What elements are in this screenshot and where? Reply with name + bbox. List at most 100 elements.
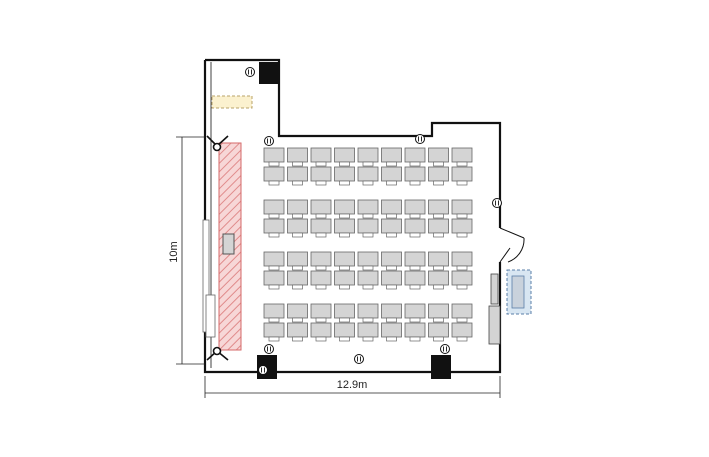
chair <box>292 213 303 219</box>
desk <box>263 251 285 267</box>
outlet-icon <box>354 354 364 364</box>
desk <box>263 303 285 319</box>
chair <box>268 284 280 290</box>
desk <box>381 322 402 338</box>
pillar-icon <box>259 62 279 84</box>
chair <box>456 180 468 186</box>
desk <box>310 251 332 267</box>
desk <box>451 218 473 234</box>
chair <box>456 213 468 219</box>
chair <box>433 232 444 238</box>
outlet-icon <box>264 136 274 146</box>
chair <box>339 213 350 219</box>
desk <box>428 251 449 267</box>
desk <box>334 147 355 163</box>
chair <box>409 284 421 290</box>
chair <box>456 317 468 323</box>
desk <box>357 166 379 182</box>
desk <box>310 199 332 215</box>
chair <box>315 284 327 290</box>
desk <box>357 270 379 286</box>
seating-block <box>263 251 473 290</box>
chair <box>386 232 397 238</box>
desk <box>404 251 426 267</box>
chair <box>456 232 468 238</box>
chair <box>386 336 397 342</box>
desk <box>310 270 332 286</box>
desk <box>287 199 308 215</box>
chair <box>433 180 444 186</box>
desk <box>357 147 379 163</box>
desk <box>310 166 332 182</box>
partition-panel <box>205 294 216 338</box>
chair <box>362 317 374 323</box>
desk <box>263 270 285 286</box>
chair <box>362 213 374 219</box>
chair <box>315 213 327 219</box>
desk <box>310 303 332 319</box>
chair <box>362 232 374 238</box>
desk <box>428 270 449 286</box>
desk <box>310 322 332 338</box>
desk <box>357 251 379 267</box>
desk <box>310 218 332 234</box>
chair <box>409 180 421 186</box>
chair <box>315 161 327 167</box>
desk <box>381 166 402 182</box>
chair <box>386 161 397 167</box>
outlet-icon <box>492 198 502 208</box>
desk <box>428 147 449 163</box>
chair <box>456 161 468 167</box>
outlet-icon <box>264 344 274 354</box>
desk <box>404 147 426 163</box>
pillar-icon <box>431 355 451 379</box>
desk <box>451 322 473 338</box>
chair <box>409 336 421 342</box>
av-equipment-unit <box>511 275 525 309</box>
chair <box>456 265 468 271</box>
desk <box>381 270 402 286</box>
chair <box>362 284 374 290</box>
speaker-icon <box>206 346 229 361</box>
chair <box>409 161 421 167</box>
desk <box>263 218 285 234</box>
desk <box>451 270 473 286</box>
chair <box>386 284 397 290</box>
chair <box>433 317 444 323</box>
chair <box>362 180 374 186</box>
desk <box>381 199 402 215</box>
desk <box>451 166 473 182</box>
desk <box>404 166 426 182</box>
chair <box>456 284 468 290</box>
chair <box>409 213 421 219</box>
chair <box>339 317 350 323</box>
desk <box>428 199 449 215</box>
chair <box>386 317 397 323</box>
chair <box>433 336 444 342</box>
desk <box>404 218 426 234</box>
desk <box>428 218 449 234</box>
chair <box>292 161 303 167</box>
desk <box>310 147 332 163</box>
desk <box>263 147 285 163</box>
desk <box>287 218 308 234</box>
chair <box>292 232 303 238</box>
width-dimension-label: 12.9m <box>337 379 368 391</box>
chair <box>339 336 350 342</box>
chair <box>292 265 303 271</box>
desk <box>451 199 473 215</box>
chair <box>339 180 350 186</box>
desk <box>381 147 402 163</box>
desk <box>428 166 449 182</box>
chair <box>433 161 444 167</box>
desk <box>263 322 285 338</box>
equipment-cabinet <box>488 305 501 345</box>
desk <box>451 147 473 163</box>
chair <box>268 317 280 323</box>
desk <box>334 303 355 319</box>
desk <box>334 199 355 215</box>
desk <box>357 303 379 319</box>
chair <box>386 180 397 186</box>
desk <box>357 322 379 338</box>
chair <box>386 213 397 219</box>
